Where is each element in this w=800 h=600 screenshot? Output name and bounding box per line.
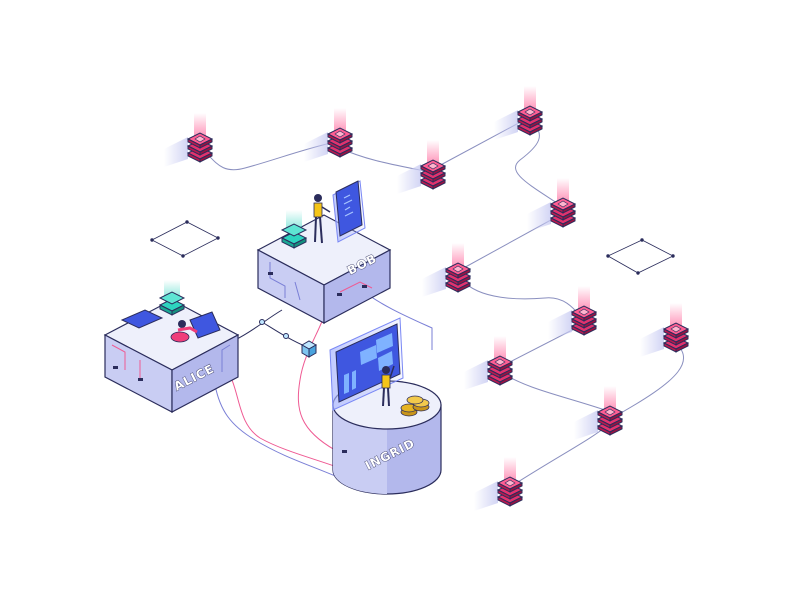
bob-screen-icon	[335, 180, 363, 237]
client-cables	[214, 287, 433, 479]
server-stack-icon	[422, 243, 472, 297]
bob-box: BOB	[256, 180, 392, 324]
server-stack-icon	[574, 386, 624, 440]
alice-node-icon	[158, 291, 186, 316]
server-stack-icon	[548, 286, 598, 340]
outline-diamond-left	[150, 220, 220, 258]
peer-nodes	[164, 86, 690, 511]
ingrid-cylinder: INGRID	[329, 317, 442, 495]
alice-person	[170, 320, 198, 343]
bob-node-icon	[280, 223, 308, 249]
server-stack-icon	[640, 303, 690, 357]
server-stack-icon	[304, 108, 354, 162]
connector-cube	[259, 319, 318, 358]
coin-icon	[400, 395, 430, 417]
server-stack-icon	[527, 178, 577, 232]
server-stack-icon	[494, 86, 544, 140]
server-stack-icon	[397, 140, 447, 194]
server-stack-icon	[164, 113, 214, 167]
alice-box: ALICE	[103, 280, 240, 413]
server-stack-icon	[474, 457, 524, 511]
bob-person	[313, 194, 331, 244]
ingrid-person	[381, 365, 395, 407]
server-stack-icon	[464, 336, 514, 390]
outline-diamond-right	[606, 238, 675, 275]
